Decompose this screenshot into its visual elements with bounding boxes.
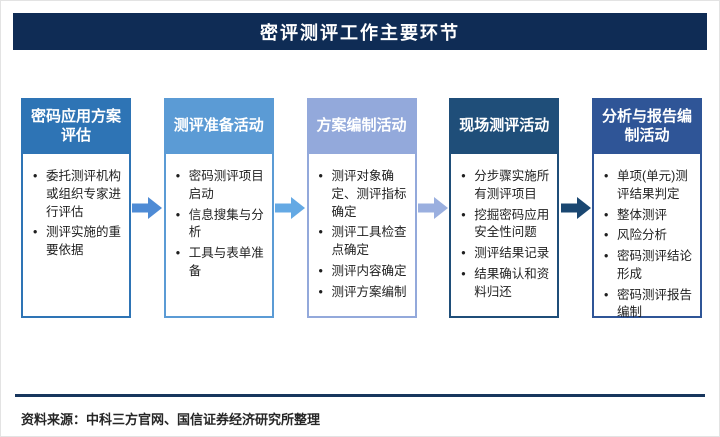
flow-arrow-3 — [417, 197, 450, 219]
bullet-item: 整体测评 — [602, 207, 696, 225]
flow-box-header: 分析与报告编制活动 — [592, 98, 702, 154]
bullet-item: 挖掘密码应用安全性问题 — [459, 207, 553, 243]
bullet-item: 测评结果记录 — [459, 245, 553, 263]
flow-box-bullets: 测评对象确定、测评指标确定测评工具检查点确定测评内容确定测评方案编制 — [309, 154, 415, 316]
bullet-item: 测评实施的重要依据 — [31, 224, 125, 260]
bullet-item: 密码测评项目启动 — [174, 168, 268, 204]
process-flow: 密码应用方案评估 委托测评机构或组织专家进行评估测评实施的重要依据 测评准备活动… — [1, 98, 719, 319]
bullet-item: 测评内容确定 — [317, 263, 411, 281]
flow-box-analysis-reporting: 分析与报告编制活动 单项(单元)测评结果判定整体测评风险分析密码测评结论形成密码… — [592, 98, 702, 319]
bullet-item: 测评工具检查点确定 — [317, 224, 411, 260]
source-note: 资料来源：中科三方官网、国信证券经济研究所整理 — [21, 412, 321, 427]
flow-box-bullets: 密码测评项目启动信息搜集与分析工具与表单准备 — [166, 154, 272, 316]
bullet-item: 工具与表单准备 — [174, 245, 268, 281]
flow-box-header: 密码应用方案评估 — [21, 98, 131, 154]
right-arrow-icon — [132, 197, 163, 219]
flow-box-bullets: 单项(单元)测评结果判定整体测评风险分析密码测评结论形成密码测评报告编制 — [594, 154, 700, 331]
bullet-item: 密码测评结论形成 — [602, 248, 696, 284]
flow-box-preparation: 测评准备活动 密码测评项目启动信息搜集与分析工具与表单准备 — [163, 98, 274, 318]
flow-box-scheme-evaluation: 密码应用方案评估 委托测评机构或组织专家进行评估测评实施的重要依据 — [21, 98, 131, 318]
bullet-item: 测评对象确定、测评指标确定 — [317, 168, 411, 221]
right-arrow-icon — [275, 197, 306, 219]
flow-box-onsite-testing: 现场测评活动 分步骤实施所有测评项目挖掘密码应用安全性问题测评结果记录结果确认和… — [449, 98, 560, 318]
flow-box-header: 现场测评活动 — [449, 98, 560, 154]
bullet-item: 测评方案编制 — [317, 284, 411, 302]
bullet-item: 信息搜集与分析 — [174, 207, 268, 243]
flow-box-bullets: 委托测评机构或组织专家进行评估测评实施的重要依据 — [23, 154, 129, 316]
flow-box-plan-compilation: 方案编制活动 测评对象确定、测评指标确定测评工具检查点确定测评内容确定测评方案编… — [306, 98, 417, 318]
right-arrow-icon — [560, 197, 591, 219]
title-banner: 密评测评工作主要环节 — [13, 13, 707, 50]
bullet-item: 密码测评报告编制 — [602, 287, 696, 323]
footer-divider — [15, 394, 705, 397]
bullet-item: 结果确认和资料归还 — [459, 266, 553, 302]
flow-arrow-2 — [274, 197, 307, 219]
flow-arrow-1 — [131, 197, 164, 219]
flow-box-header: 方案编制活动 — [306, 98, 417, 154]
right-arrow-icon — [417, 197, 448, 219]
bullet-item: 风险分析 — [602, 227, 696, 245]
flow-arrow-4 — [559, 197, 592, 219]
page-title: 密评测评工作主要环节 — [260, 22, 460, 43]
bullet-item: 委托测评机构或组织专家进行评估 — [31, 168, 125, 221]
flow-box-header: 测评准备活动 — [163, 98, 274, 154]
flow-box-bullets: 分步骤实施所有测评项目挖掘密码应用安全性问题测评结果记录结果确认和资料归还 — [451, 154, 557, 316]
bullet-item: 分步骤实施所有测评项目 — [459, 168, 553, 204]
bullet-item: 单项(单元)测评结果判定 — [602, 168, 696, 204]
